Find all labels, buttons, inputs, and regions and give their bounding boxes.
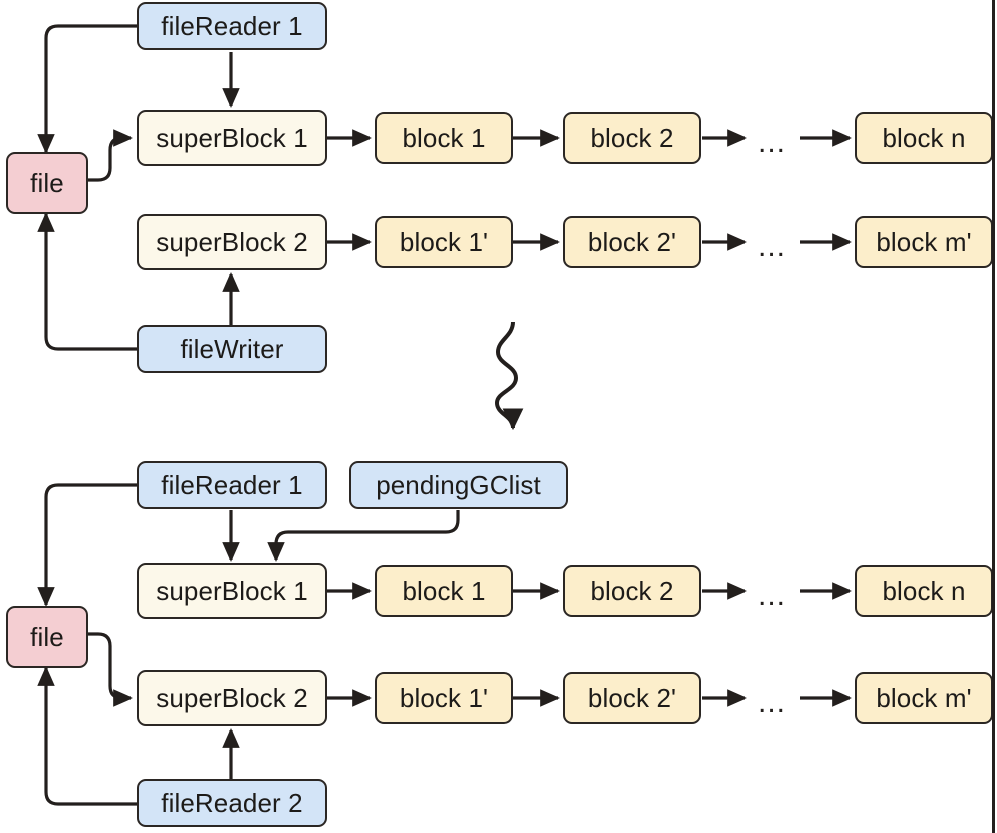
node-superblock2-bottom[interactable]: superBlock 2 [137,670,327,726]
node-label: block 2' [587,227,677,257]
node-block-top1-2[interactable]: block n [855,112,993,164]
node-block-top2-0[interactable]: block 1' [375,216,513,268]
node-block-bot1-2[interactable]: block n [855,565,993,617]
node-label: block 2 [590,576,674,606]
node-label: fileReader 1 [161,11,303,41]
node-label: block n [882,576,966,606]
node-block-bot1-1[interactable]: block 2 [563,565,701,617]
node-label: fileReader 1 [161,470,303,500]
edge-filereader2-to-file-bottom [37,666,137,806]
node-filereader1-top[interactable]: fileReader 1 [137,2,327,50]
node-block-bot1-0[interactable]: block 1 [375,565,513,617]
node-label: fileReader 2 [161,788,303,818]
node-block-top1-1[interactable]: block 2 [563,112,701,164]
node-label: superBlock 2 [156,227,308,257]
edge-filereader1-to-file-bottom [37,483,137,607]
edge-file-to-superblock1-top [88,129,133,182]
node-label: block m' [876,227,972,257]
node-block-bot2-2[interactable]: block m' [855,672,993,724]
ellipsis-top1: ... [758,126,787,159]
node-block-top2-2[interactable]: block m' [855,216,993,268]
node-pendinggclist[interactable]: pendingGClist [349,461,568,509]
node-filewriter-top[interactable]: fileWriter [137,325,327,373]
node-file-bottom[interactable]: file [6,606,88,668]
node-filereader2-bottom[interactable]: fileReader 2 [137,779,327,827]
node-label: superBlock 1 [156,576,308,606]
node-label: block 2' [587,683,677,713]
node-label: block 1' [399,683,489,713]
node-file-top[interactable]: file [6,152,88,214]
node-superblock1-bottom[interactable]: superBlock 1 [137,563,327,619]
right-edge-rule [992,0,995,833]
node-filereader1-bottom[interactable]: fileReader 1 [137,461,327,509]
node-label: fileWriter [180,334,284,364]
squiggly-transition-arrow [495,321,524,431]
node-label: block n [882,123,966,153]
edge-filereader1-to-file-top [37,24,137,154]
edge-file-to-superblock2-bottom [88,632,133,707]
node-block-top1-0[interactable]: block 1 [375,112,513,164]
node-superblock1-top[interactable]: superBlock 1 [137,110,327,166]
node-label: block m' [876,683,972,713]
node-label: block 1 [402,123,486,153]
node-label: superBlock 2 [156,683,308,713]
node-block-top2-1[interactable]: block 2' [563,216,701,268]
edge-filewriter-to-file-top [37,212,137,351]
node-label: superBlock 1 [156,123,308,153]
node-block-bot2-1[interactable]: block 2' [563,672,701,724]
edge-pendinggclist-to-superblock1 [267,510,460,562]
node-label: pendingGClist [376,470,541,500]
ellipsis-top2: ... [758,230,787,263]
node-label: block 2 [590,123,674,153]
node-label: file [30,622,64,652]
node-block-bot2-0[interactable]: block 1' [375,672,513,724]
node-label: block 1' [399,227,489,257]
ellipsis-bot1: ... [758,579,787,612]
node-label: file [30,168,64,198]
node-superblock2-top[interactable]: superBlock 2 [137,214,327,270]
ellipsis-bot2: ... [758,686,787,719]
node-label: block 1 [402,576,486,606]
